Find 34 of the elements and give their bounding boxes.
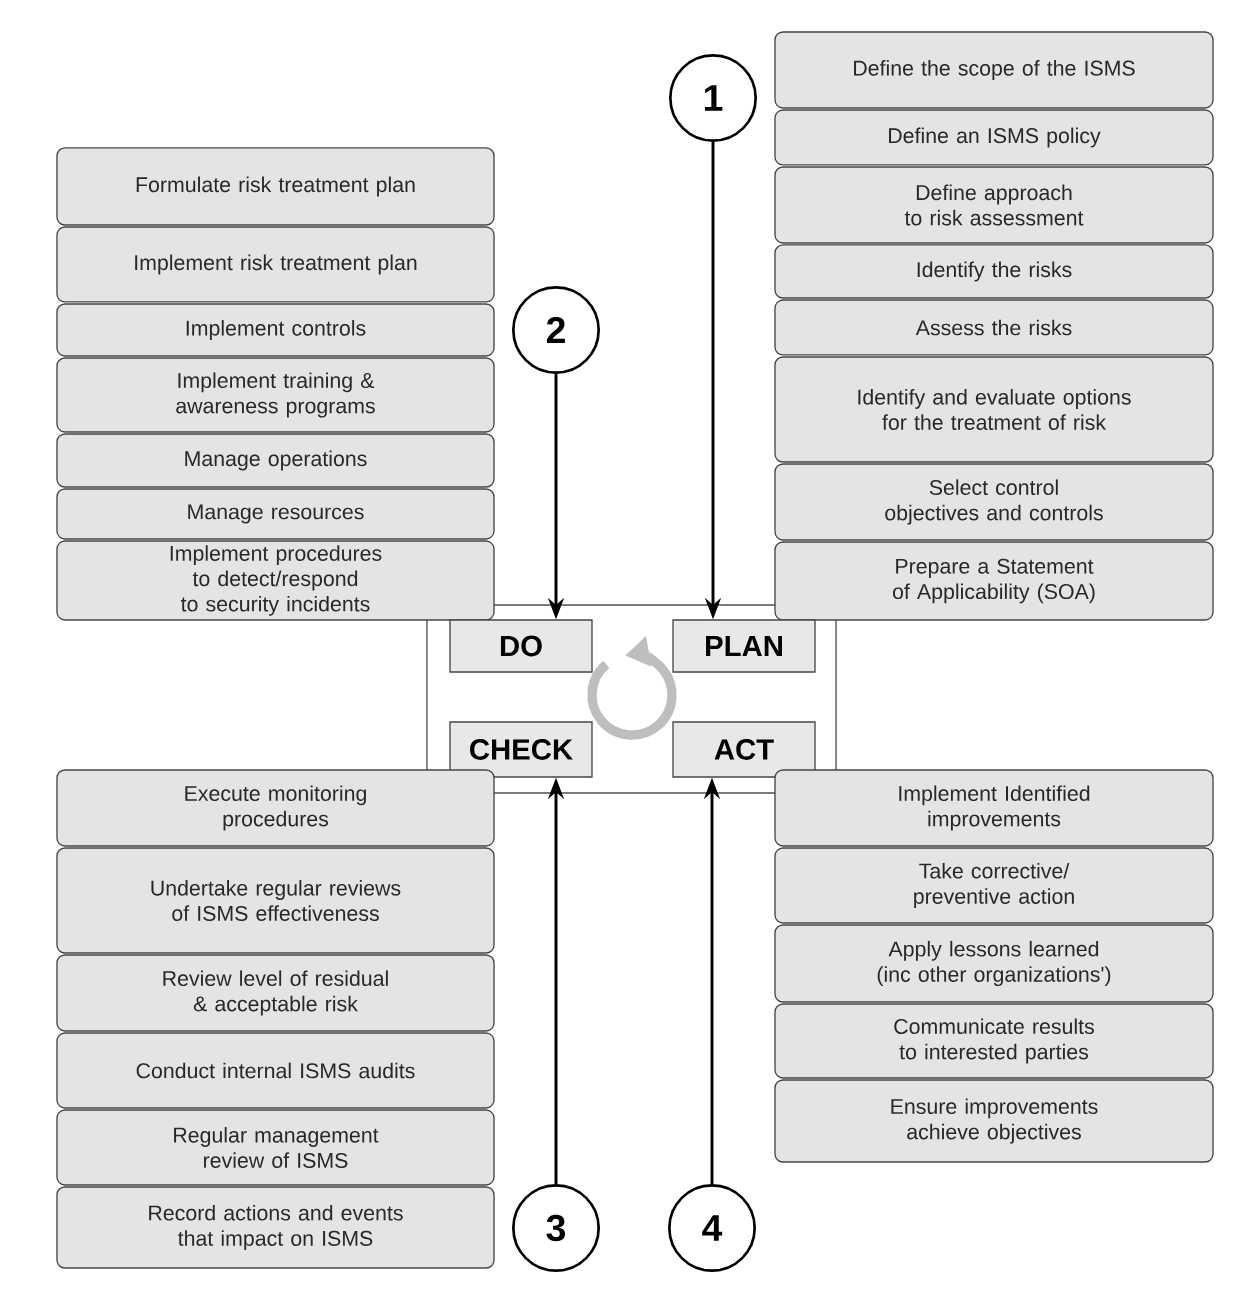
step-box: Define approach to risk assessment xyxy=(774,166,1214,244)
step-box: Take corrective/ preventive action xyxy=(774,847,1214,924)
step-box: Manage resources xyxy=(56,488,495,540)
step-box: Implement Identified improvements xyxy=(774,769,1214,847)
step-box: Implement procedures to detect/respond to security incidents xyxy=(56,540,495,621)
step-box: Conduct internal ISMS audits xyxy=(56,1032,495,1109)
step-box: Assess the risks xyxy=(774,299,1214,356)
step-box: Implement training & awareness programs xyxy=(56,357,495,433)
phase-box: DO xyxy=(449,619,593,673)
step-number: 4 xyxy=(668,1184,756,1272)
phase-box: ACT xyxy=(672,721,816,778)
step-number: 3 xyxy=(512,1184,600,1272)
step-box: Define the scope of the ISMS xyxy=(774,31,1214,109)
step-box: Implement risk treatment plan xyxy=(56,226,495,303)
step-box: Ensure improvements achieve objectives xyxy=(774,1079,1214,1163)
step-box: Select control objectives and controls xyxy=(774,463,1214,541)
step-box: Define an ISMS policy xyxy=(774,109,1214,166)
step-box: Record actions and events that impact on ISMS xyxy=(56,1186,495,1269)
step-box: Apply lessons learned (inc other organizations') xyxy=(774,924,1214,1003)
step-box: Communicate results to interested parties xyxy=(774,1003,1214,1079)
step-number: 1 xyxy=(669,54,757,142)
phase-box: CHECK xyxy=(449,721,593,778)
step-box: Regular management review of ISMS xyxy=(56,1109,495,1186)
phase-box: PLAN xyxy=(672,619,816,673)
step-box: Undertake regular reviews of ISMS effectiveness xyxy=(56,847,495,954)
step-box: Implement controls xyxy=(56,303,495,357)
step-box: Identify and evaluate options for the treatment of risk xyxy=(774,356,1214,463)
step-box: Formulate risk treatment plan xyxy=(56,147,495,226)
step-box: Identify the risks xyxy=(774,244,1214,299)
step-box: Review level of residual & acceptable risk xyxy=(56,954,495,1032)
step-box: Execute monitoring procedures xyxy=(56,769,495,847)
step-number: 2 xyxy=(512,286,600,374)
step-box: Manage operations xyxy=(56,433,495,488)
step-box: Prepare a Statement of Applicability (SOA) xyxy=(774,541,1214,621)
